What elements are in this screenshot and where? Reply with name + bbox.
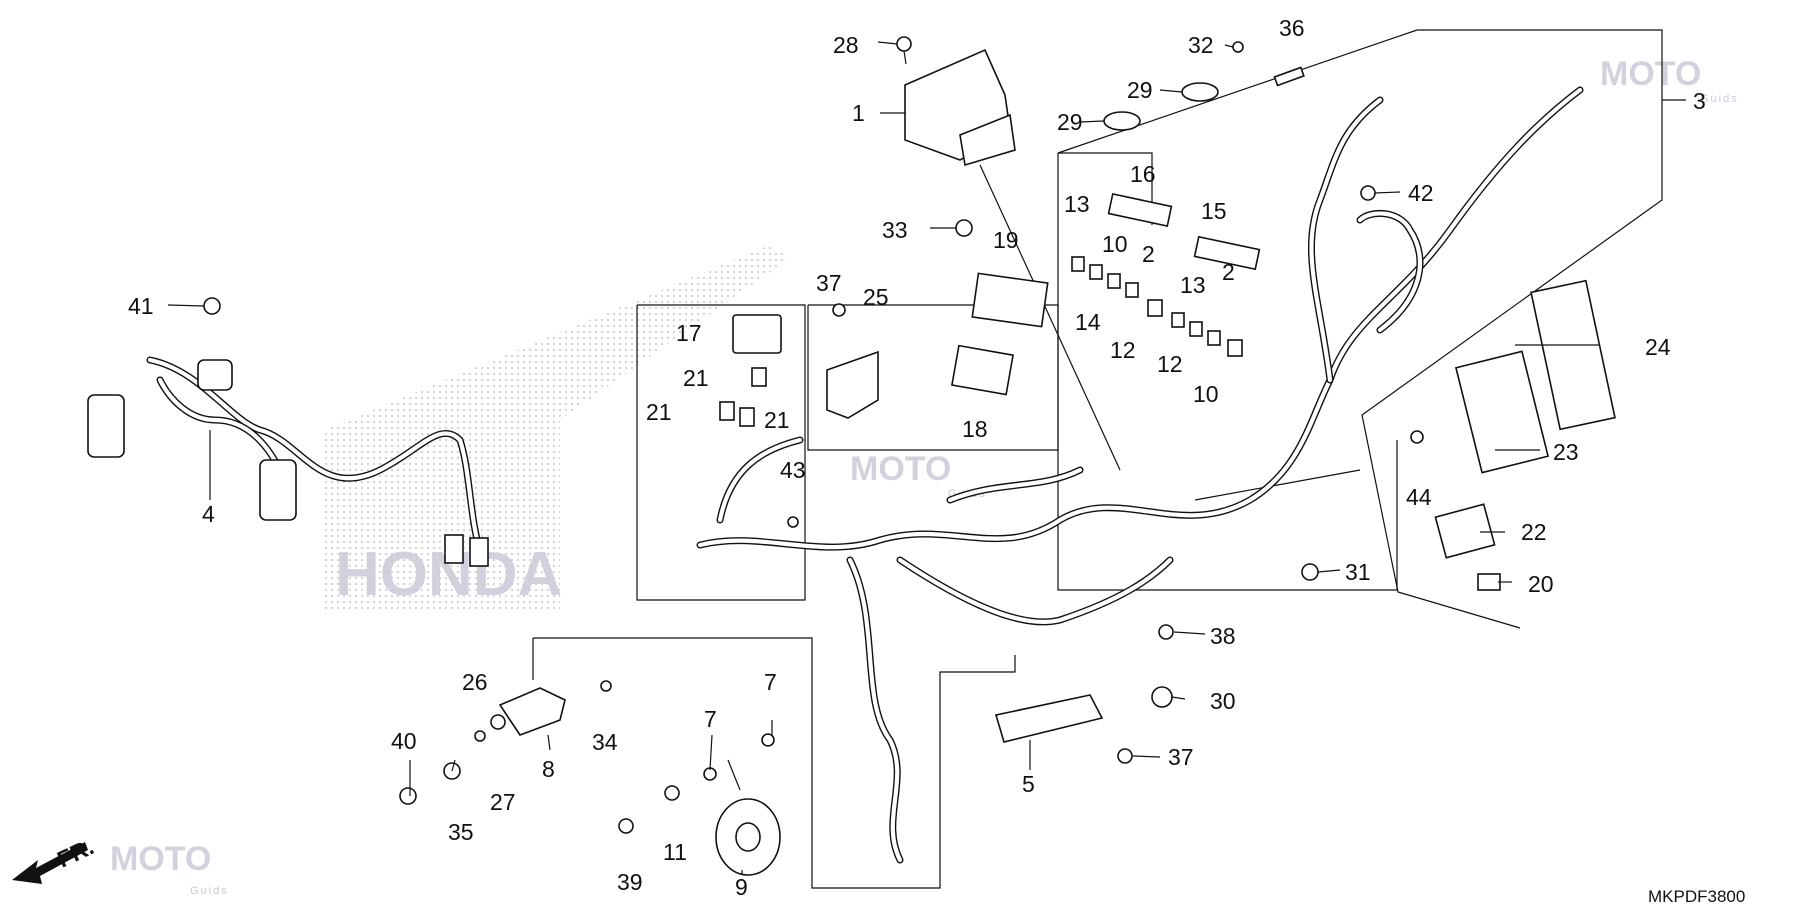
callout-2: 2 xyxy=(1142,241,1155,267)
watermark-sub: Guids xyxy=(1700,93,1739,105)
part-23-module xyxy=(1454,350,1550,474)
callout-20: 20 xyxy=(1528,571,1554,597)
callout-31: 31 xyxy=(1345,559,1371,585)
connector-boot xyxy=(259,459,297,521)
callout-13: 13 xyxy=(1180,272,1206,298)
callout-16: 16 xyxy=(1130,161,1156,187)
callout-33: 33 xyxy=(882,217,908,243)
callout-38: 38 xyxy=(1210,623,1236,649)
callout-14: 14 xyxy=(1075,309,1101,335)
connector-plug xyxy=(197,359,233,391)
callout-11: 11 xyxy=(663,839,687,865)
part-15-fuse-cover xyxy=(1193,235,1261,271)
group-outlines xyxy=(532,29,1663,889)
honda-wing-background: HONDA xyxy=(325,245,790,610)
callout-5: 5 xyxy=(1022,771,1035,797)
callout-13: 13 xyxy=(1064,191,1090,217)
main-wire-harness xyxy=(696,86,1584,864)
part-9-horn xyxy=(715,759,781,876)
callout-12: 12 xyxy=(1110,337,1136,363)
callout-42: 42 xyxy=(1408,180,1434,206)
callout-12: 12 xyxy=(1157,351,1183,377)
callout-labels: 1 2 2 3 4 5 7 7 8 9 10 10 11 12 12 13 13… xyxy=(128,15,1706,900)
part-21-fuse xyxy=(719,401,735,421)
callout-4: 4 xyxy=(202,501,215,527)
callout-25: 25 xyxy=(863,284,889,310)
part-24-ecu xyxy=(1530,279,1616,431)
callout-30: 30 xyxy=(1210,688,1236,714)
front-marker: FR. xyxy=(53,833,98,872)
connector-plug xyxy=(469,537,489,567)
callout-24: 24 xyxy=(1645,334,1671,360)
part-18-relay xyxy=(951,344,1014,396)
part-20-relay xyxy=(1477,573,1501,591)
part-19-cover xyxy=(971,272,1049,328)
part-21-fuse xyxy=(751,367,767,387)
part-17-relay xyxy=(732,314,782,354)
part-22-relay xyxy=(1434,503,1496,559)
callout-9: 9 xyxy=(735,874,748,900)
watermark-brand: MOTO xyxy=(110,840,211,878)
part-16-fuse-cover xyxy=(1107,193,1173,227)
part-8-sensor xyxy=(498,687,566,736)
callout-1: 1 xyxy=(852,100,865,126)
callout-39: 39 xyxy=(617,869,643,895)
callout-36: 36 xyxy=(1279,15,1305,41)
callout-28: 28 xyxy=(833,32,859,58)
diagram-code: MKPDF3800 xyxy=(1648,887,1745,906)
callout-43: 43 xyxy=(780,457,806,483)
callout-7: 7 xyxy=(704,706,717,732)
part-1-control-module xyxy=(904,48,1016,167)
callout-37: 37 xyxy=(1168,744,1194,770)
callout-15: 15 xyxy=(1201,198,1227,224)
callout-22: 22 xyxy=(1521,519,1547,545)
watermark-brand: MOTO xyxy=(1600,55,1701,93)
watermark-center: MOTO Guids xyxy=(850,450,985,500)
callout-17: 17 xyxy=(676,320,702,346)
callout-23: 23 xyxy=(1553,439,1579,465)
callout-7: 7 xyxy=(764,669,777,695)
watermark-bottom-left: MOTO Guids xyxy=(110,840,229,897)
watermark-top-right: MOTO Guids xyxy=(1600,55,1739,105)
callout-29: 29 xyxy=(1057,109,1083,135)
callout-40: 40 xyxy=(391,728,417,754)
callout-41: 41 xyxy=(128,293,154,319)
callout-2: 2 xyxy=(1222,259,1235,285)
callout-21: 21 xyxy=(646,399,672,425)
callout-27: 27 xyxy=(490,789,516,815)
fasteners xyxy=(203,36,1424,834)
callout-21: 21 xyxy=(683,365,709,391)
connector-plug xyxy=(444,534,464,564)
callout-leaders xyxy=(167,41,1686,875)
callout-10: 10 xyxy=(1193,381,1219,407)
callout-37: 37 xyxy=(816,270,842,296)
connector-boot xyxy=(87,394,125,458)
callout-34: 34 xyxy=(592,729,618,755)
callout-21: 21 xyxy=(764,407,790,433)
callout-35: 35 xyxy=(448,819,474,845)
callout-29: 29 xyxy=(1127,77,1153,103)
front-direction-arrow: FR. xyxy=(12,833,98,884)
callout-32: 32 xyxy=(1188,32,1214,58)
part-21-fuse xyxy=(739,407,755,427)
part-5-bracket xyxy=(994,694,1104,743)
callout-8: 8 xyxy=(542,756,555,782)
sub-harness-4 xyxy=(87,356,489,567)
callout-3: 3 xyxy=(1693,88,1706,114)
callout-26: 26 xyxy=(462,669,488,695)
callout-10: 10 xyxy=(1102,231,1128,257)
callout-44: 44 xyxy=(1406,484,1432,510)
part-25-bracket xyxy=(826,350,879,419)
watermark-brand: MOTO xyxy=(850,450,951,488)
callout-18: 18 xyxy=(962,416,988,442)
callout-19: 19 xyxy=(993,227,1019,253)
fuse-set xyxy=(1071,256,1243,357)
watermark-sub: Guids xyxy=(190,885,229,897)
